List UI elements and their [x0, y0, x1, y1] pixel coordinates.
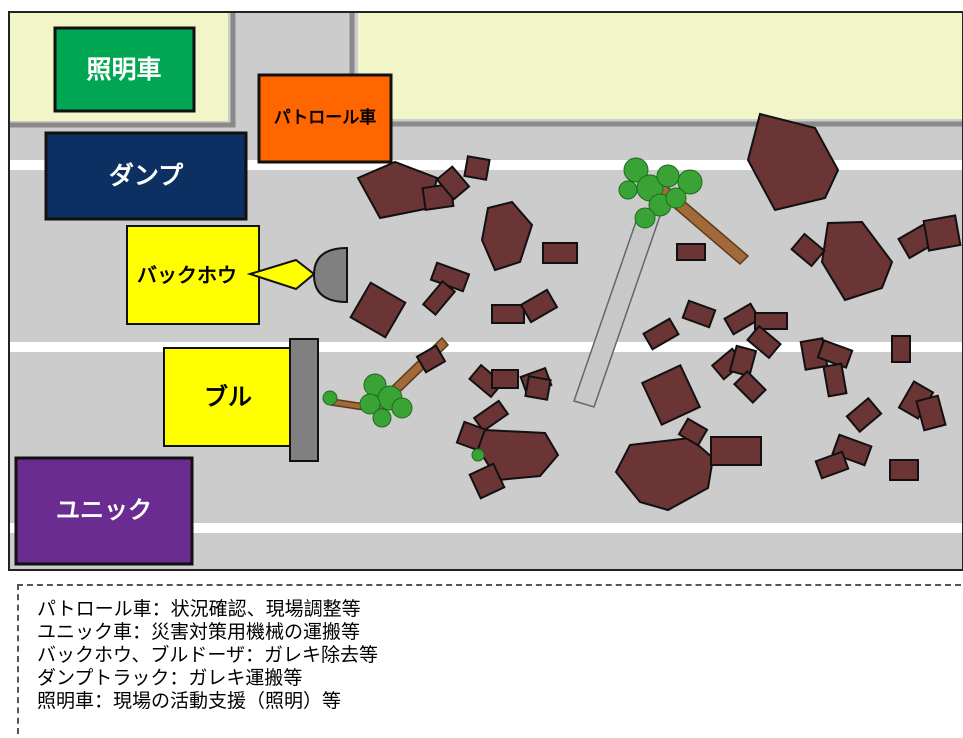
lighting-vehicle: 照明車 — [53, 26, 196, 113]
debris-piece — [915, 394, 947, 432]
backhoe-label: バックホウ — [137, 263, 237, 287]
debris-piece — [831, 433, 873, 467]
unic-crane-truck: ユニック — [14, 456, 194, 566]
backhoe-bucket — [312, 246, 348, 304]
unic-label: ユニック — [56, 496, 152, 524]
debris-piece — [746, 112, 840, 212]
debris-piece — [542, 242, 578, 264]
debris-piece — [463, 155, 491, 181]
grass-right — [358, 13, 962, 119]
debris-piece — [468, 462, 506, 500]
patrol-vehicle-label: パトロール車 — [274, 107, 377, 128]
debris-piece — [814, 450, 850, 480]
bulldozer-label: ブル — [204, 383, 252, 411]
bulldozer-blade — [289, 338, 319, 462]
debris-piece — [681, 299, 717, 329]
debris-piece — [820, 220, 894, 302]
debris-piece — [491, 369, 519, 389]
debris-piece — [435, 165, 471, 201]
debris-small — [349, 155, 962, 500]
debris-piece — [822, 362, 848, 398]
debris-piece — [891, 335, 911, 363]
debris-piece — [723, 302, 761, 336]
debris-piece — [415, 344, 447, 374]
debris-piece — [733, 370, 767, 404]
debris-piece — [710, 436, 762, 466]
debris-piece — [677, 417, 709, 447]
tree-foliage-1 — [618, 157, 703, 229]
debris-piece — [676, 243, 706, 261]
debris-piece — [421, 279, 457, 317]
site-scene: 照明車 パトロール車 ダンプ バックホウ ブル ユニック — [8, 11, 963, 571]
debris-piece — [790, 232, 826, 268]
lighting-vehicle-label: 照明車 — [86, 55, 161, 84]
bulldozer: ブル — [163, 338, 319, 462]
debris-large — [356, 112, 894, 512]
patrol-vehicle: パトロール車 — [257, 73, 393, 164]
debris-piece — [728, 344, 758, 378]
debris-piece — [816, 339, 854, 369]
dump-truck-label: ダンプ — [109, 161, 184, 190]
debris-piece — [642, 317, 680, 351]
legend-item-backhoe-bulldozer: バックホウ、ブルドーザ：ガレキ除去等 — [37, 644, 379, 666]
dump-truck: ダンプ — [44, 131, 248, 221]
debris-piece — [845, 396, 883, 434]
legend-box: パトロール車：状況確認、現場調整等 ユニック車：災害対策用機械の運搬等 バックホ… — [17, 584, 961, 734]
backhoe: バックホウ — [126, 225, 348, 325]
tree-foliage-2 — [322, 373, 485, 462]
debris-piece — [922, 214, 962, 252]
legend-item-dump: ダンプトラック：ガレキ運搬等 — [37, 667, 303, 689]
debris-piece — [754, 312, 788, 330]
legend-item-patrol: パトロール車：状況確認、現場調整等 — [37, 598, 361, 620]
debris-piece — [519, 288, 559, 324]
legend-list: パトロール車：状況確認、現場調整等 ユニック車：災害対策用機械の運搬等 バックホ… — [37, 598, 378, 713]
lane-line-bottom — [10, 523, 962, 533]
legend-item-lighting: 照明車：現場の活動支援（照明）等 — [37, 690, 342, 712]
debris-piece — [889, 459, 919, 481]
debris-piece — [491, 304, 525, 324]
debris-piece — [480, 200, 534, 272]
debris-piece — [524, 375, 552, 401]
debris-piece — [640, 363, 702, 427]
legend-item-unic: ユニック車：災害対策用機械の運搬等 — [37, 621, 361, 643]
debris-piece — [472, 399, 510, 433]
lane-line-middle — [10, 342, 962, 352]
debris-piece — [455, 420, 487, 452]
debris-piece — [746, 324, 782, 360]
debris-piece — [349, 281, 407, 339]
